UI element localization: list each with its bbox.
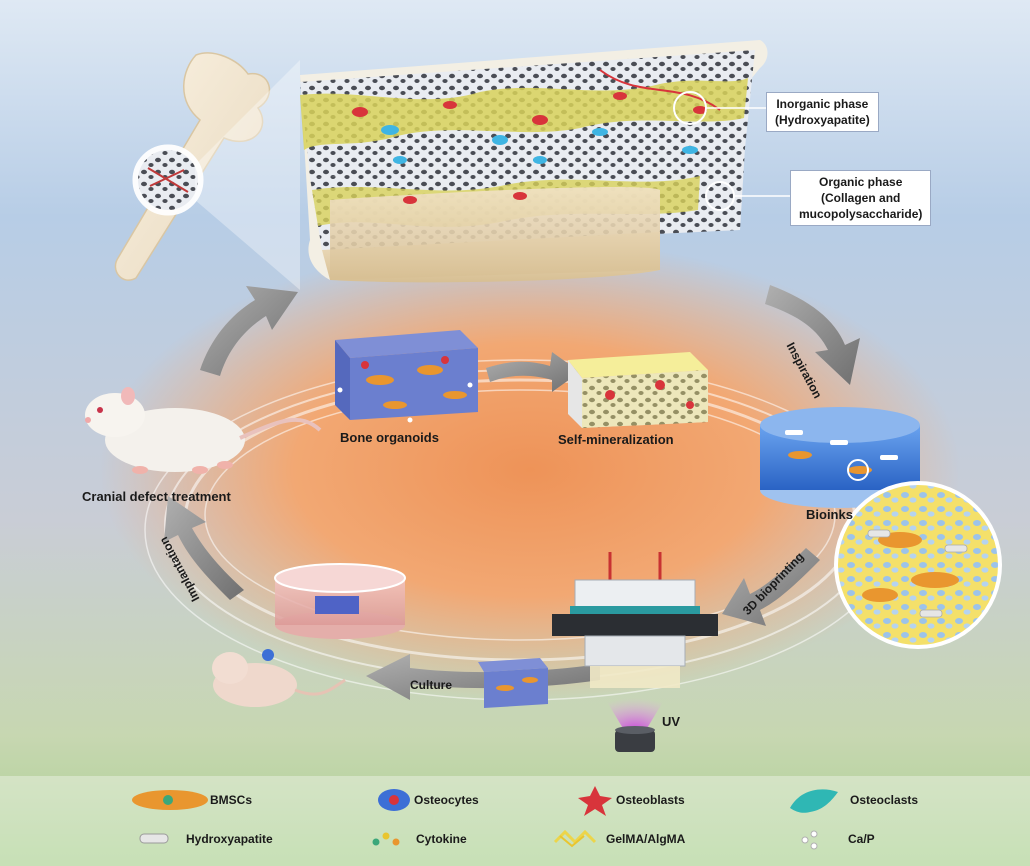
legend-ca-p: Ca/P	[848, 832, 875, 846]
culture-arrow	[366, 654, 600, 700]
bone-organoid-block	[335, 330, 478, 423]
bioprinting-arrow	[722, 548, 820, 626]
organic-phase-callout: Organic phase (Collagen and mucopolysacc…	[790, 170, 932, 226]
osteocyte-icon	[378, 789, 410, 811]
bone-cross-section	[300, 40, 790, 283]
gelma-icon	[553, 829, 597, 848]
uv-label: UV	[662, 714, 681, 729]
process-arrows	[164, 285, 860, 700]
organic-phase-title: Organic phase	[819, 175, 903, 189]
bioinks-label: Bioinks	[806, 507, 853, 522]
return-arrow	[200, 286, 298, 376]
cranial-defect-label: Cranial defect treatment	[82, 489, 231, 504]
mineralized-block	[568, 352, 708, 428]
bone-organoids-label: Bone organoids	[340, 430, 439, 445]
legend-cytokine: Cytokine	[416, 832, 467, 846]
legend-gelma-algma: GelMA/AlgMA	[606, 832, 686, 846]
osteoblast-icon	[578, 786, 612, 816]
organic-phase-subtitle-2: mucopolysaccharide)	[799, 207, 923, 221]
femur-bone	[114, 52, 300, 290]
cytokine-icon	[372, 832, 400, 846]
self-mineralization-label: Self-mineralization	[558, 432, 674, 447]
bioinks-dish	[760, 407, 920, 508]
hydroxyapatite-icon	[139, 833, 169, 844]
inorganic-phase-subtitle: (Hydroxyapatite)	[775, 113, 870, 127]
legend-panel	[0, 776, 1030, 866]
organic-phase-subtitle-1: (Collagen and	[821, 191, 901, 205]
rat-illustration	[85, 387, 322, 474]
bioprinter	[552, 552, 718, 752]
culture-label: Culture	[410, 678, 452, 692]
culture-dish	[274, 563, 406, 639]
legend-osteoblasts: Osteoblasts	[616, 793, 685, 807]
legend-osteocytes: Osteocytes	[414, 793, 479, 807]
inspiration-arrow	[765, 285, 860, 385]
mineralization-arrow	[486, 352, 580, 392]
cultured-construct	[478, 658, 548, 708]
bioink-magnified	[834, 481, 1002, 649]
mouse-illustration	[212, 649, 346, 707]
legend-osteoclasts: Osteoclasts	[850, 793, 919, 807]
cap-icon	[801, 830, 818, 850]
legend-hydroxyapatite: Hydroxyapatite	[186, 832, 273, 846]
inorganic-phase-callout: Inorganic phase (Hydroxyapatite)	[766, 92, 879, 132]
osteoclast-icon	[790, 789, 838, 813]
legend-bmscs: BMSCs	[210, 793, 253, 807]
inorganic-phase-title: Inorganic phase	[776, 97, 869, 111]
bmsc-icon	[132, 790, 208, 810]
implantation-arrow	[164, 496, 244, 600]
